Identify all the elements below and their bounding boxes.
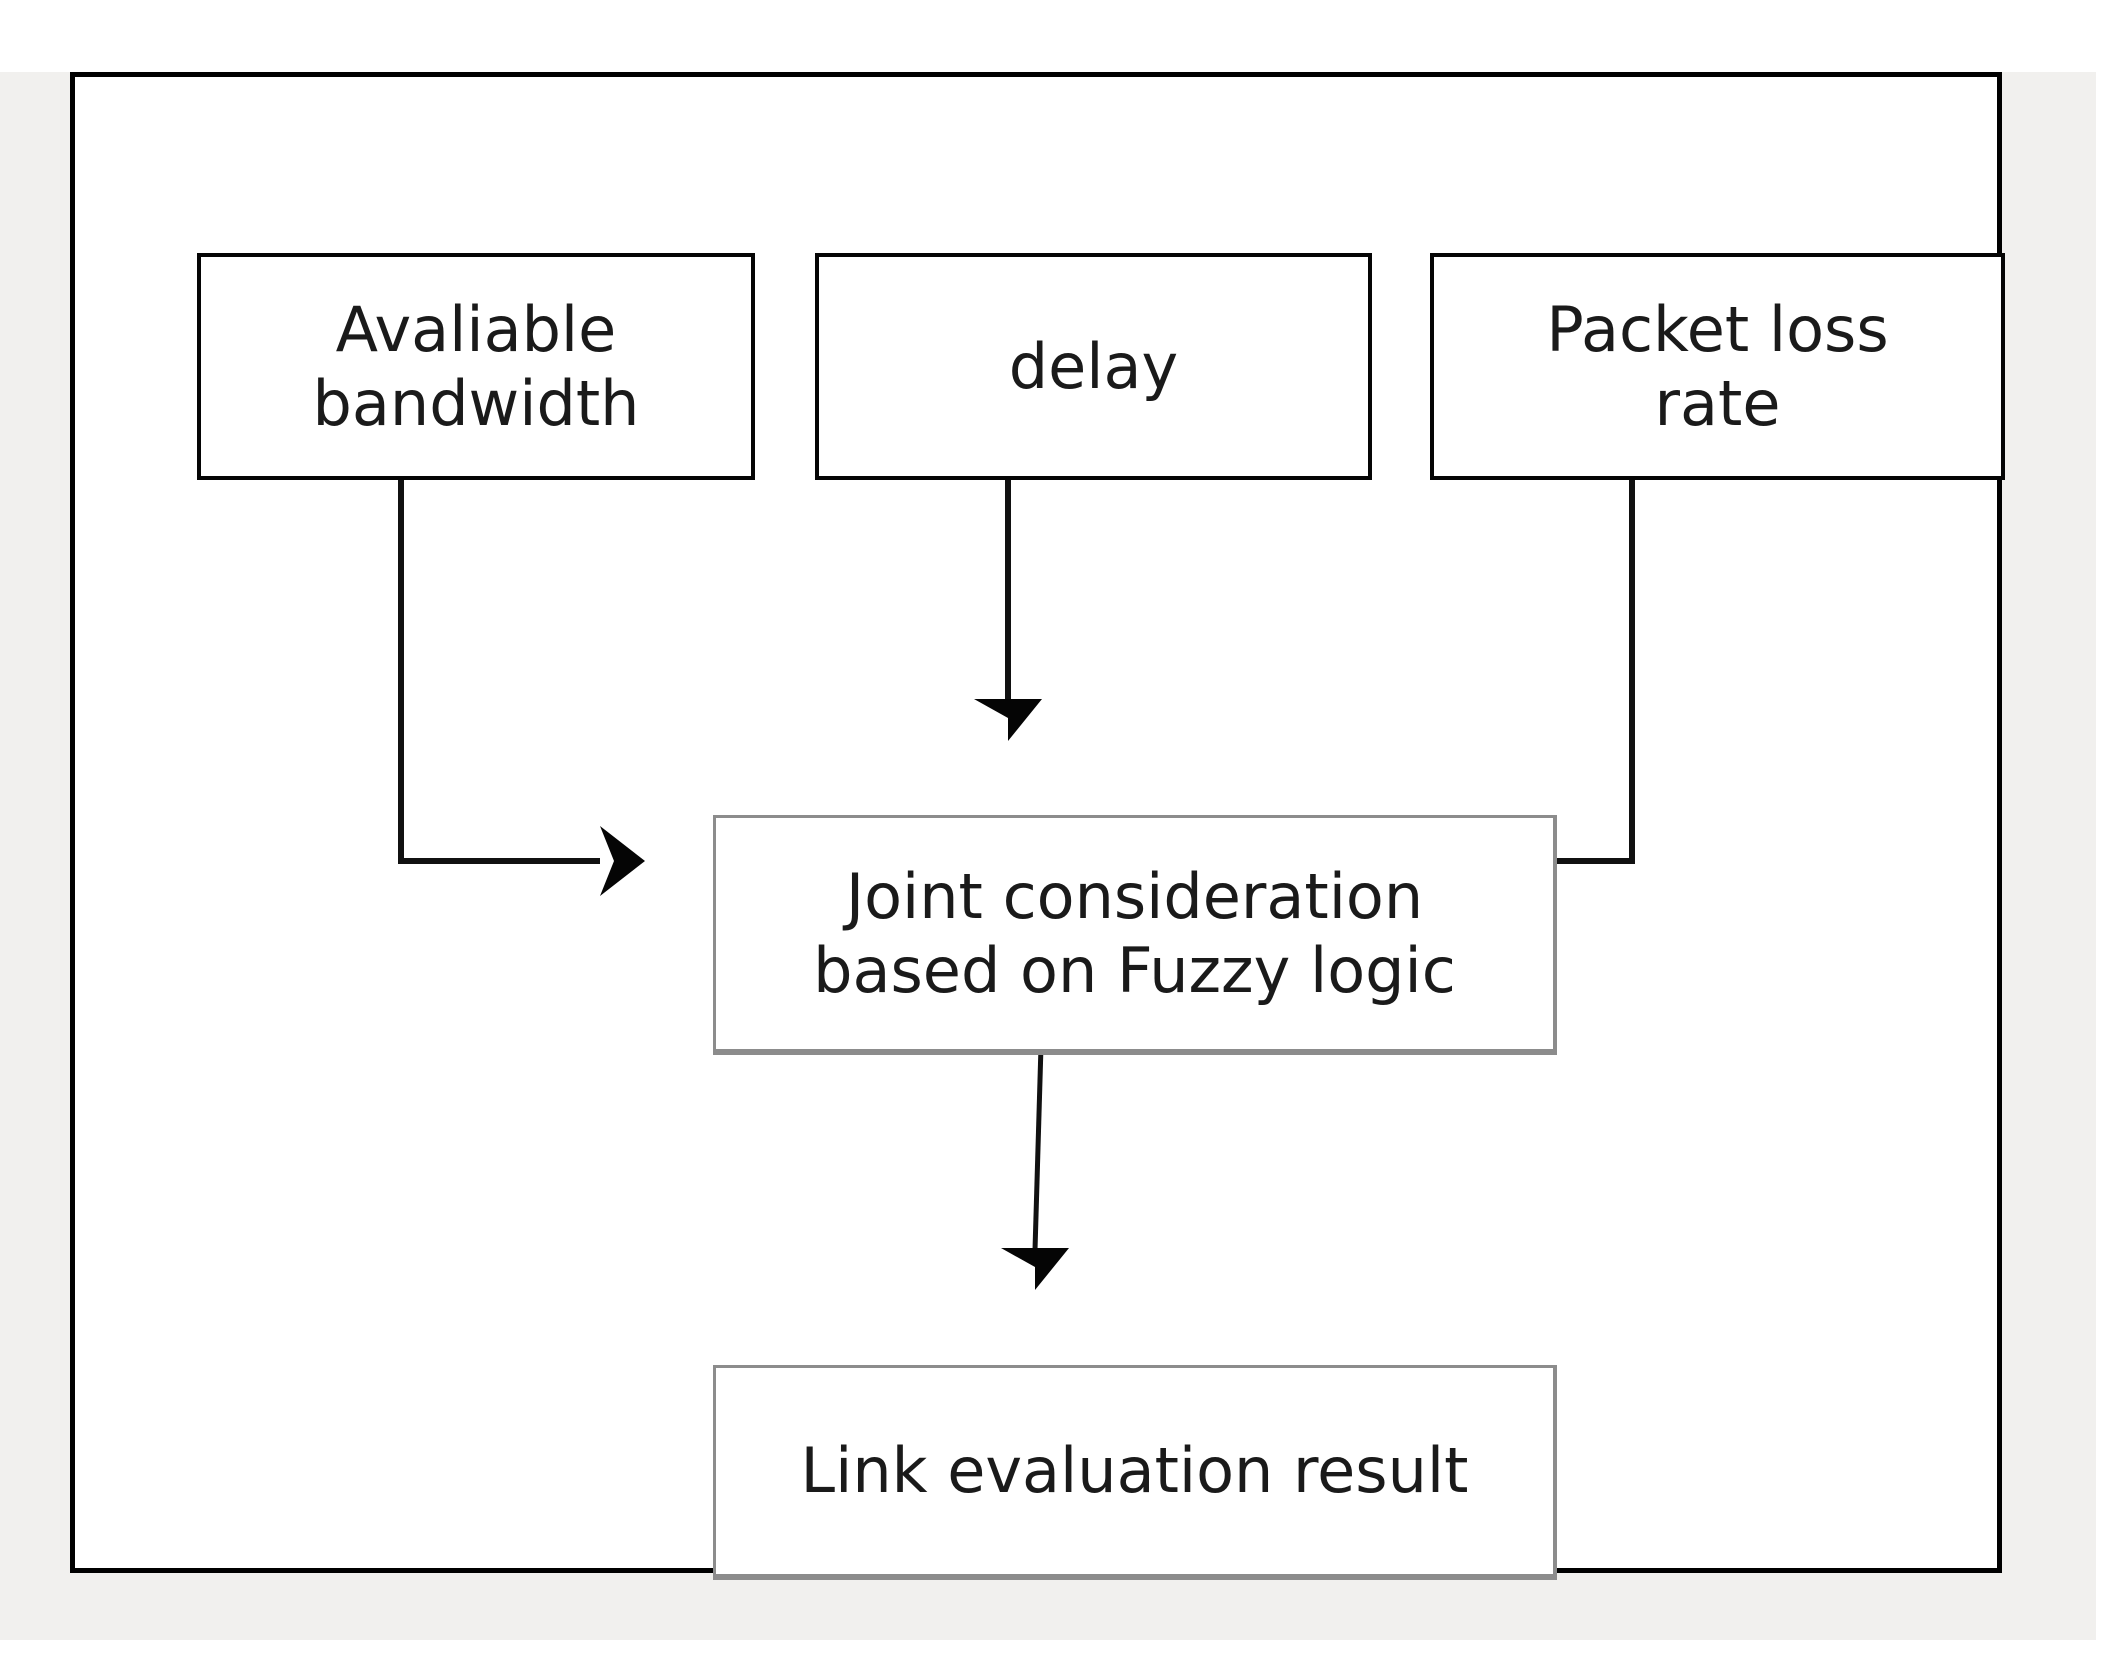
node-joint-consideration-fuzzy-logic[interactable]: Joint consideration based on Fuzzy logic [713,815,1557,1055]
node-available-bandwidth[interactable]: Avaliable bandwidth [197,253,755,480]
node-delay[interactable]: delay [815,253,1372,480]
node-packet-loss-rate-label: Packet loss rate [1546,293,1889,440]
node-delay-label: delay [1008,329,1179,403]
node-link-evaluation-result[interactable]: Link evaluation result [713,1365,1557,1580]
node-link-evaluation-result-label: Link evaluation result [800,1434,1469,1508]
figure-frame: Avaliable bandwidth delay Packet loss ra… [70,72,2005,1580]
node-joint-consideration-fuzzy-logic-label: Joint consideration based on Fuzzy logic [813,860,1456,1007]
node-packet-loss-rate[interactable]: Packet loss rate [1430,253,2005,480]
node-available-bandwidth-label: Avaliable bandwidth [312,293,640,440]
